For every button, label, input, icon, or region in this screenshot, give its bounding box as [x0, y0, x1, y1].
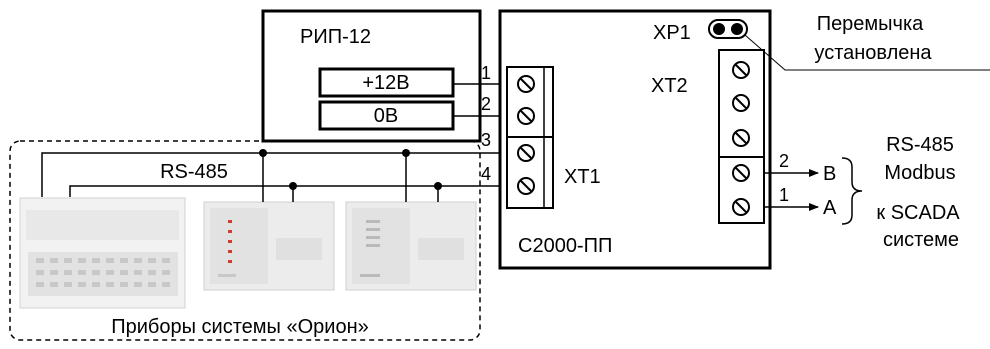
power-wires — [453, 83, 500, 117]
modbus-label-line3: к SCADA — [876, 202, 960, 224]
orion-device-module-2 — [345, 201, 477, 291]
wire-number-3: 3 — [481, 130, 491, 150]
output-b-label: B — [823, 163, 836, 185]
rs485-bus-label: RS-485 — [160, 161, 228, 183]
orion-device-module-1 — [203, 201, 335, 291]
jumper-callout-line — [744, 34, 990, 71]
modbus-output-wires — [764, 169, 819, 211]
modbus-label-line1: RS-485 — [886, 134, 954, 156]
power-supply-box — [261, 9, 482, 143]
output-b-wire-number: 2 — [779, 151, 789, 171]
terminal-zero-v-label: 0В — [374, 105, 398, 127]
controller-keypad — [36, 258, 170, 287]
xt2-screws — [732, 61, 750, 216]
orion-device-controller — [19, 197, 186, 309]
modbus-label-line4: системе — [883, 229, 959, 251]
modbus-brace — [841, 157, 863, 225]
xt1-screws — [517, 75, 535, 195]
wire-number-1: 1 — [481, 63, 491, 83]
converter-name: С2000-ПП — [518, 235, 612, 257]
terminal-plus-12v — [318, 67, 455, 98]
terminal-block-xt2-label: XT2 — [651, 75, 688, 97]
converter-box — [498, 9, 772, 270]
module-1-led-indicators — [218, 220, 236, 277]
terminal-plus-12v-label: +12В — [362, 72, 409, 94]
terminal-block-xt1-label: XT1 — [564, 166, 601, 188]
modbus-label-line2: Modbus — [884, 162, 955, 184]
jumper-xp1-icon — [708, 19, 748, 39]
module-2-indicators — [360, 220, 380, 277]
rs485-bus-wires — [41, 152, 500, 202]
jumper-note-line2: установлена — [814, 42, 932, 64]
wire-number-4: 4 — [481, 164, 491, 184]
bus-junction-dots — [259, 149, 442, 190]
orion-devices-group-border — [9, 140, 481, 341]
orion-group-label: Приборы системы «Орион» — [111, 316, 368, 338]
terminal-zero-v — [318, 100, 455, 131]
wire-number-2: 2 — [481, 94, 491, 114]
power-supply-title: РИП-12 — [300, 26, 371, 48]
output-a-label: A — [823, 197, 837, 219]
jumper-note-line1: Перемычка — [817, 13, 924, 35]
jumper-xp1-label: XP1 — [653, 22, 691, 44]
output-a-wire-number: 1 — [779, 185, 789, 205]
